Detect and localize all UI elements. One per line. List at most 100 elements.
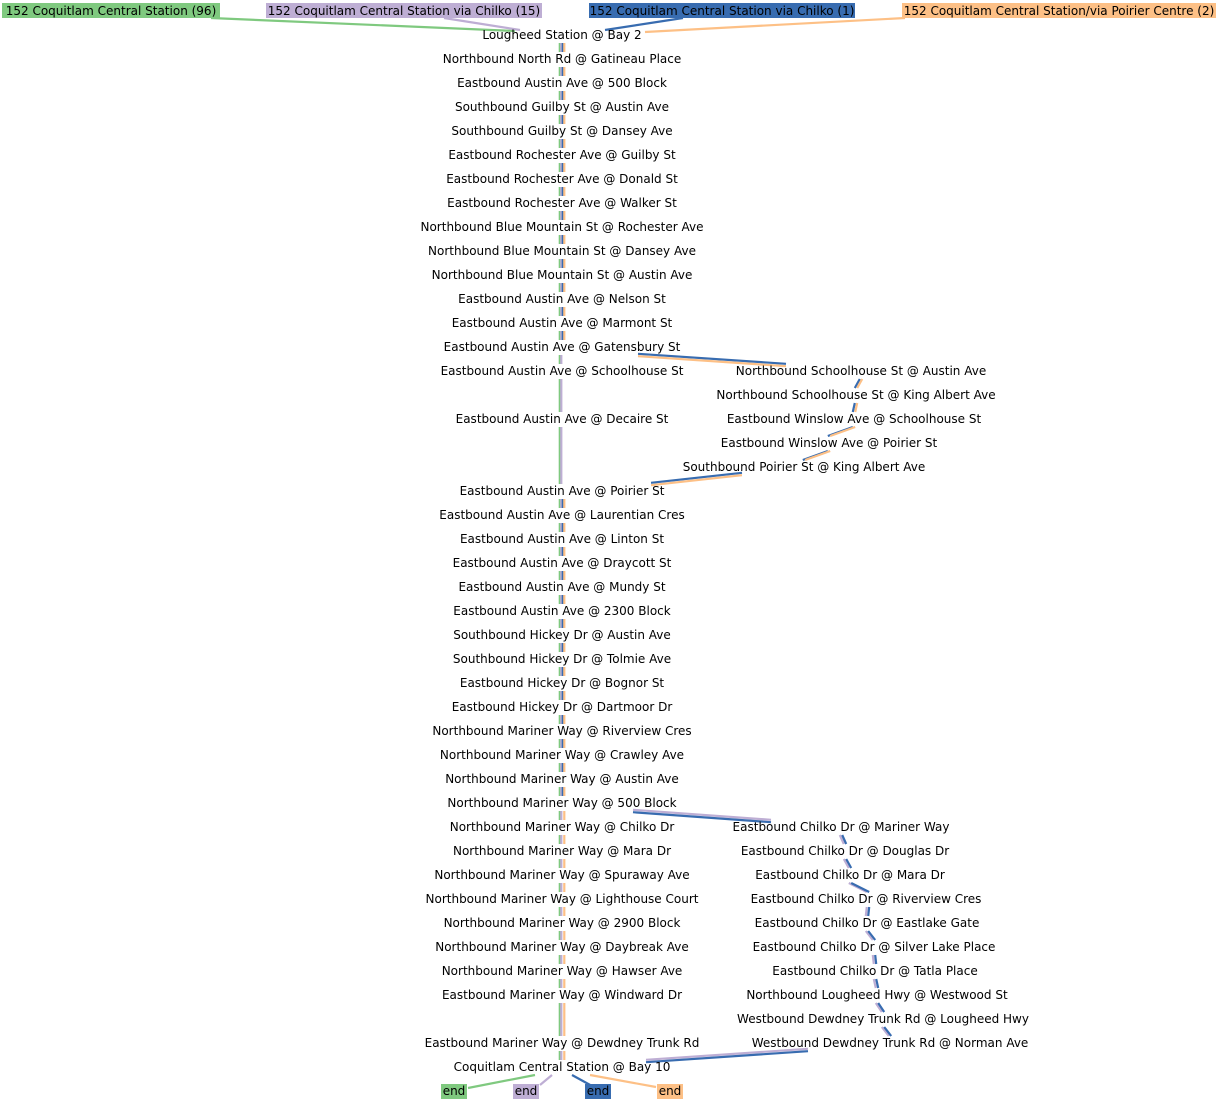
main-stop-label: Northbound Mariner Way @ Hawser Ave bbox=[442, 964, 683, 978]
main-stop-label: Northbound Mariner Way @ 2900 Block bbox=[444, 916, 681, 930]
main-stop-label: Southbound Hickey Dr @ Tolmie Ave bbox=[453, 652, 671, 666]
route-segment bbox=[854, 402, 859, 413]
route-segment bbox=[877, 1002, 886, 1013]
route-segment bbox=[539, 1074, 553, 1086]
route-segment bbox=[637, 352, 787, 365]
route-segment bbox=[645, 1047, 809, 1061]
route-segment bbox=[829, 425, 856, 438]
route-segment bbox=[645, 1050, 809, 1064]
route-segment bbox=[650, 474, 743, 487]
route-segment bbox=[838, 834, 845, 845]
main-stop-label: Northbound Mariner Way @ Crawley Ave bbox=[440, 748, 684, 762]
main-stop-label: Eastbound Austin Ave @ Gatensbury St bbox=[444, 340, 681, 354]
route-segment bbox=[880, 1026, 890, 1037]
route-segment bbox=[644, 16, 906, 34]
main-stop-label: Southbound Guilby St @ Dansey Ave bbox=[451, 124, 672, 138]
route-header-label: 152 Coquitlam Central Station via Chilko… bbox=[590, 4, 855, 18]
main-stop-label: Eastbound Mariner Way @ Windward Dr bbox=[442, 988, 682, 1002]
route-header-box bbox=[589, 3, 855, 18]
main-stop-label: Eastbound Austin Ave @ 2300 Block bbox=[453, 604, 670, 618]
route-end-box bbox=[585, 1084, 611, 1099]
route-end-box bbox=[441, 1084, 467, 1099]
route-segment bbox=[867, 930, 877, 941]
main-stop-label: Eastbound Rochester Ave @ Guilby St bbox=[448, 148, 676, 162]
main-stop-label: Eastbound Austin Ave @ 500 Block bbox=[457, 76, 667, 90]
route-end-box bbox=[513, 1084, 539, 1099]
route-segment bbox=[841, 834, 848, 845]
main-stop-label: Coquitlam Central Station @ Bay 10 bbox=[454, 1060, 671, 1074]
route-end-label: end bbox=[443, 1084, 466, 1098]
route-segment bbox=[804, 449, 831, 462]
route-segment bbox=[637, 355, 787, 368]
main-stop-label: Northbound Mariner Way @ Austin Ave bbox=[445, 772, 679, 786]
chilko-branch-stop-label: Eastbound Chilko Dr @ Douglas Dr bbox=[741, 844, 949, 858]
main-stop-label: Eastbound Rochester Ave @ Walker St bbox=[447, 196, 677, 210]
poirier-branch-stop-label: Northbound Schoolhouse St @ Austin Ave bbox=[736, 364, 986, 378]
route-end-label: end bbox=[587, 1084, 610, 1098]
route-header-box bbox=[902, 3, 1216, 18]
route-end-label: end bbox=[515, 1084, 538, 1098]
route-headers: 152 Coquitlam Central Station (96) 152 Co… bbox=[2, 3, 1216, 18]
route-segment bbox=[872, 978, 877, 989]
route-header-label: 152 Coquitlam Central Station via Chilko… bbox=[268, 4, 540, 18]
stop-labels: Lougheed Station @ Bay 2 Northbound North… bbox=[420, 28, 1028, 1074]
route-header-label: 152 Coquitlam Central Station (96) bbox=[6, 4, 217, 18]
main-stop-label: Eastbound Hickey Dr @ Bognor St bbox=[460, 676, 665, 690]
route-segment bbox=[853, 378, 861, 389]
poirier-branch-stop-label: Eastbound Winslow Ave @ Schoolhouse St bbox=[727, 412, 982, 426]
route-segment bbox=[850, 882, 870, 893]
main-stop-label: Eastbound Rochester Ave @ Donald St bbox=[446, 172, 678, 186]
route-lines bbox=[210, 16, 906, 1090]
route-segment bbox=[443, 16, 521, 32]
chilko-branch-stop-label: Eastbound Chilko Dr @ Mara Dr bbox=[755, 868, 945, 882]
main-stop-label: Northbound Mariner Way @ Riverview Cres bbox=[432, 724, 691, 738]
route-segment bbox=[867, 906, 871, 917]
main-stop-label: Eastbound Austin Ave @ Schoolhouse St bbox=[441, 364, 684, 378]
main-stop-label: Eastbound Hickey Dr @ Dartmoor Dr bbox=[452, 700, 673, 714]
chilko-branch-stop-label: Eastbound Chilko Dr @ Mariner Way bbox=[733, 820, 950, 834]
main-stop-label: Northbound Mariner Way @ Spuraway Ave bbox=[434, 868, 689, 882]
route-segment bbox=[851, 402, 856, 413]
route-header-box bbox=[2, 3, 220, 18]
main-stop-label: Northbound Mariner Way @ Chilko Dr bbox=[450, 820, 675, 834]
main-stop-label: Northbound Mariner Way @ 500 Block bbox=[447, 796, 676, 810]
chilko-branch-stop-label: Eastbound Chilko Dr @ Riverview Cres bbox=[751, 892, 982, 906]
main-stop-label: Northbound Blue Mountain St @ Rochester … bbox=[420, 220, 703, 234]
poirier-branch-stop-label: Northbound Schoolhouse St @ King Albert … bbox=[716, 388, 995, 402]
route-segment bbox=[874, 1002, 883, 1013]
main-stop-label: Northbound North Rd @ Gatineau Place bbox=[443, 52, 681, 66]
main-stop-label: Eastbound Austin Ave @ Linton St bbox=[460, 532, 664, 546]
route-segment bbox=[875, 978, 880, 989]
route-header-label: 152 Coquitlam Central Station/via Poirie… bbox=[904, 4, 1215, 18]
poirier-branch-stop-label: Eastbound Winslow Ave @ Poirier St bbox=[721, 436, 938, 450]
route-segment bbox=[874, 954, 878, 965]
chilko-branch-stop-label: Eastbound Chilko Dr @ Tatla Place bbox=[772, 964, 977, 978]
route-segment bbox=[845, 858, 853, 869]
route-segment bbox=[650, 471, 743, 484]
main-stop-label: Northbound Blue Mountain St @ Austin Ave bbox=[432, 268, 693, 282]
route-segment bbox=[467, 1073, 536, 1090]
route-segment bbox=[871, 954, 875, 965]
poirier-branch-stop-label: Southbound Poirier St @ King Albert Ave bbox=[683, 460, 926, 474]
route-segment bbox=[589, 1073, 657, 1089]
main-stop-label: Lougheed Station @ Bay 2 bbox=[482, 28, 641, 42]
main-stop-label: Eastbound Austin Ave @ Mundy St bbox=[458, 580, 665, 594]
chilko-branch-stop-label: Westbound Dewdney Trunk Rd @ Norman Ave bbox=[752, 1036, 1029, 1050]
route-segment bbox=[604, 16, 684, 32]
main-stop-label: Southbound Hickey Dr @ Austin Ave bbox=[453, 628, 671, 642]
route-end-box bbox=[657, 1084, 683, 1099]
route-header-box bbox=[266, 3, 542, 18]
chilko-branch-stop-label: Eastbound Chilko Dr @ Silver Lake Place bbox=[753, 940, 996, 954]
main-stop-label: Northbound Blue Mountain St @ Dansey Ave bbox=[428, 244, 696, 258]
route-segment bbox=[856, 378, 864, 389]
main-stop-label: Northbound Mariner Way @ Daybreak Ave bbox=[435, 940, 689, 954]
chilko-branch-stop-label: Northbound Lougheed Hwy @ Westwood St bbox=[746, 988, 1008, 1002]
main-stop-label: Eastbound Austin Ave @ Marmont St bbox=[452, 316, 673, 330]
main-stop-label: Eastbound Austin Ave @ Nelson St bbox=[458, 292, 666, 306]
main-stop-label: Southbound Guilby St @ Austin Ave bbox=[455, 100, 669, 114]
route-segment bbox=[883, 1026, 893, 1037]
main-stop-label: Northbound Mariner Way @ Mara Dr bbox=[453, 844, 671, 858]
main-stop-label: Eastbound Austin Ave @ Draycott St bbox=[453, 556, 672, 570]
